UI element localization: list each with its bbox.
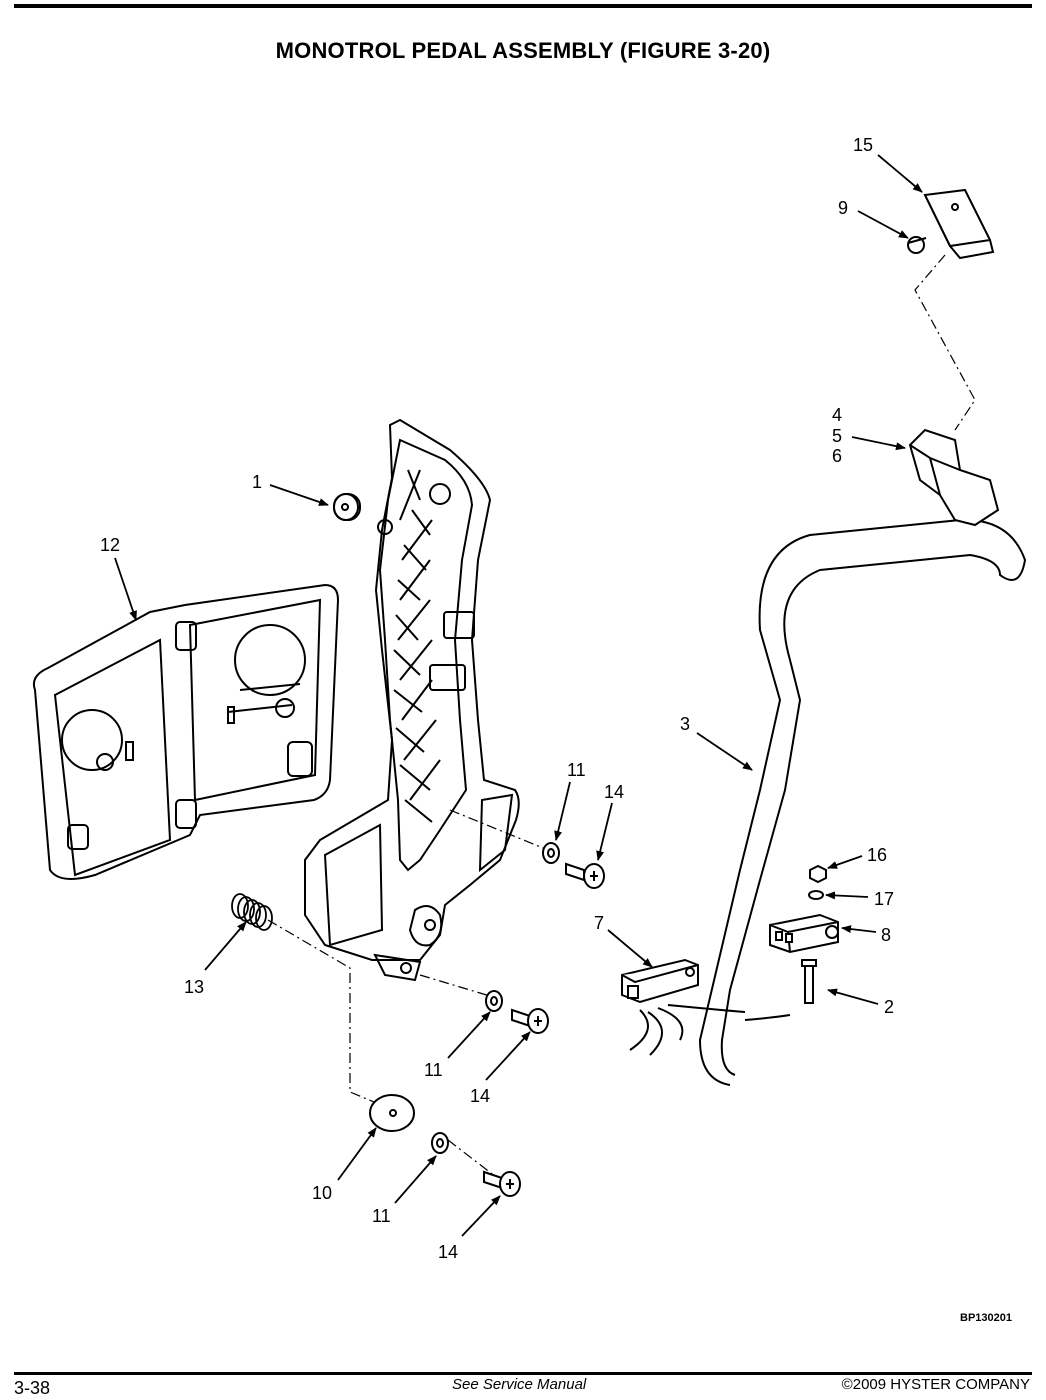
washer-lower	[431, 1132, 449, 1154]
washer-upper	[542, 842, 560, 864]
leader-15	[877, 154, 923, 193]
leader-11-upper	[554, 781, 571, 841]
leader-7	[607, 929, 653, 968]
washer-middle	[485, 990, 503, 1012]
leader-3	[696, 732, 753, 771]
screw-lower	[483, 1170, 521, 1197]
harness-cable-part	[698, 518, 1027, 1086]
callout-labels: 1 12 13 11 14 11 14 10 11 14 7 3 16 17 8…	[100, 135, 894, 1262]
pivot-bushing-part	[333, 493, 361, 521]
large-washer-part	[369, 1094, 415, 1132]
copyright: ©2009 HYSTER COMPANY	[841, 1376, 1030, 1393]
callout-7: 7	[594, 913, 604, 933]
cover-plate-part	[32, 583, 340, 880]
top-rule	[14, 4, 1032, 8]
leader-16	[827, 855, 863, 869]
callout-5: 5	[832, 426, 842, 446]
leader-1	[269, 484, 329, 506]
callout-6: 6	[832, 446, 842, 466]
leader-10	[337, 1127, 377, 1181]
leader-2	[827, 988, 879, 1005]
screw-upper	[565, 862, 605, 889]
spring-part	[231, 893, 273, 931]
assembly-lines	[267, 254, 976, 1181]
leader-17	[825, 891, 869, 900]
leader-12	[114, 557, 137, 621]
callout-17: 17	[874, 889, 894, 909]
bolt-part	[801, 959, 817, 1004]
screw-middle	[511, 1008, 549, 1034]
nut-part	[809, 864, 827, 884]
callout-15: 15	[853, 135, 873, 155]
footnote: See Service Manual	[452, 1376, 587, 1393]
callout-1: 1	[252, 472, 262, 492]
switch-part	[621, 958, 746, 1056]
callout-16: 16	[867, 845, 887, 865]
callout-12: 12	[100, 535, 120, 555]
clip-part	[907, 236, 927, 254]
callout-11-upper: 11	[567, 760, 586, 780]
callout-2: 2	[884, 997, 894, 1017]
figure-code: BP130201	[960, 1312, 1012, 1324]
leader-456	[851, 436, 906, 451]
bottom-rule	[14, 1372, 1032, 1375]
callout-11-lower: 11	[372, 1206, 391, 1226]
bracket-part	[923, 188, 995, 260]
connector-part	[908, 428, 1000, 527]
callout-11-middle: 11	[424, 1060, 443, 1080]
leader-13	[204, 921, 247, 971]
leader-11-lower	[394, 1155, 437, 1204]
callout-8: 8	[881, 925, 891, 945]
callout-9: 9	[838, 198, 848, 218]
callout-3: 3	[680, 714, 690, 734]
callout-4: 4	[832, 405, 842, 425]
leader-9	[857, 210, 909, 239]
callout-14-middle: 14	[470, 1086, 490, 1106]
callout-10: 10	[312, 1183, 332, 1203]
leader-11-middle	[447, 1011, 491, 1059]
callout-leaders	[114, 154, 923, 1237]
lock-washer-part	[808, 890, 824, 900]
page-number: 3-38	[14, 1378, 51, 1398]
leader-8	[841, 925, 877, 934]
callout-13: 13	[184, 977, 204, 997]
switch-housing-part	[769, 913, 839, 954]
leader-14-upper	[596, 802, 613, 861]
leader-14-lower	[461, 1195, 501, 1237]
callout-14-upper: 14	[604, 782, 624, 802]
leader-14-middle	[485, 1031, 531, 1081]
callout-14-lower: 14	[438, 1242, 458, 1262]
page-title: MONOTROL PEDAL ASSEMBLY (FIGURE 3-20)	[275, 38, 771, 63]
pedal-arm-part	[304, 418, 520, 982]
